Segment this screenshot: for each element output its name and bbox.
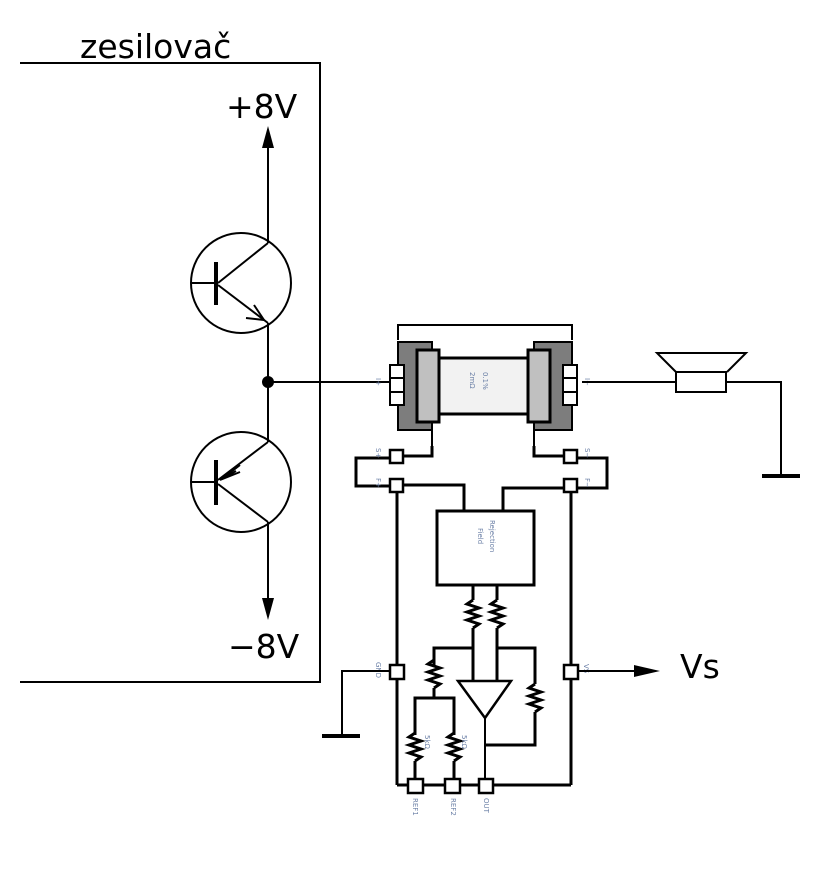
supply-negative-label: −8V: [228, 627, 300, 666]
pin-label-vs: VS: [582, 664, 590, 674]
pin-ref2: [443, 777, 462, 795]
shunt-resistance: 2mΩ: [468, 372, 476, 389]
pin-s-plus: [388, 448, 405, 465]
output-label: Vs: [680, 647, 720, 686]
pin-ref1: [406, 777, 425, 795]
pin-label-i-plus: I+: [374, 378, 382, 386]
pin-label-ref2: REF2: [449, 798, 457, 816]
pin-label-s-minus: S−: [583, 448, 591, 458]
resistor-icon: [462, 585, 484, 680]
pnp-transistor-icon: [190, 431, 292, 533]
field-rejection-block: [435, 509, 536, 587]
s-minus-wire: [532, 446, 571, 458]
pin-s-minus: [562, 448, 579, 465]
pin-out: [477, 777, 495, 795]
gain-wire-left: [432, 646, 473, 665]
amplifier-label: zesilovač: [80, 27, 231, 66]
arrow-down-icon: [262, 522, 274, 620]
ground-wire-speaker: [726, 381, 782, 476]
resistor-icon: [404, 731, 426, 780]
pin-vs: [562, 663, 580, 681]
field-rejection-line2: Rejection: [488, 520, 496, 552]
s-plus-wire: [397, 446, 434, 458]
shunt-tolerance: 0.1%: [481, 372, 489, 390]
npn-transistor-icon: [190, 232, 292, 334]
f-plus-wire: [403, 483, 466, 511]
field-rejection-line1: Field: [476, 528, 484, 544]
pin-f-minus: [562, 477, 579, 494]
shunt-resistor: [389, 324, 578, 446]
gain-wire-right: [497, 646, 537, 684]
pin-label-s-plus: S+: [374, 448, 382, 458]
sense-loop-left: [354, 456, 397, 488]
opamp-icon: [455, 679, 514, 721]
f-minus-wire: [501, 486, 564, 511]
pin-label-f-plus: F+: [374, 478, 382, 488]
arrow-right-icon: [578, 665, 660, 677]
pin-label-out: OUT: [482, 798, 490, 814]
resistor-icon: [443, 731, 465, 780]
resistor-icon: [486, 585, 508, 680]
speaker-icon: [654, 352, 749, 393]
pin-label-f-minus: F−: [583, 478, 591, 488]
resistor-icon: [423, 658, 445, 698]
amplifier-box: [20, 62, 321, 683]
pin-f-plus: [388, 477, 405, 494]
ref-split-wire: [413, 696, 456, 735]
resistor-icon: [485, 682, 546, 747]
gnd-wire: [341, 670, 390, 735]
ref2-resistor-value: 5kΩ: [460, 735, 468, 750]
arrow-up-icon: [262, 126, 274, 243]
pin-label-ref1: REF1: [411, 798, 419, 816]
pin-gnd: [388, 663, 406, 681]
ref1-resistor-value: 5kΩ: [423, 735, 431, 750]
supply-positive-label: +8V: [226, 87, 298, 126]
sense-loop-right: [571, 456, 609, 490]
